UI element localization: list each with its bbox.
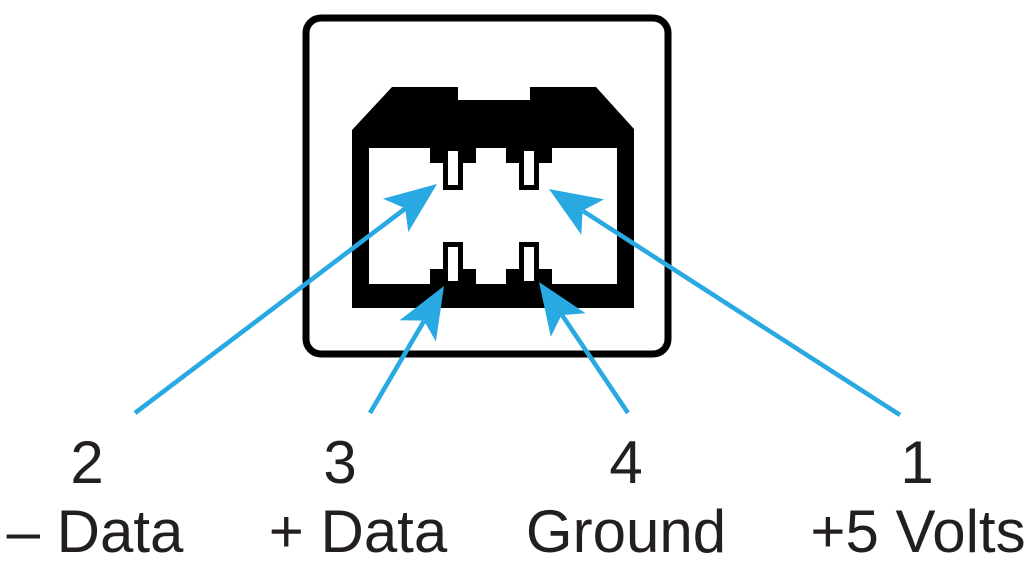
pin-4-name: Ground bbox=[525, 498, 727, 565]
pin-4-slot bbox=[524, 247, 534, 281]
pin-2-number: 2 bbox=[70, 429, 104, 496]
pin-1-arrow-shaft bbox=[581, 209, 902, 417]
pin-1-name: +5 Volts bbox=[810, 498, 1026, 565]
pin-2-contact bbox=[430, 148, 476, 190]
pin-1-contact bbox=[506, 148, 552, 190]
pin-3-arrow-shaft bbox=[368, 319, 426, 415]
pin-3-arrow-head bbox=[399, 286, 444, 342]
pin-2-name: – Data bbox=[6, 498, 184, 565]
pin-2-arrow-shaft bbox=[133, 203, 412, 415]
pin-1-number: 1 bbox=[900, 429, 934, 496]
pin-3-name: + Data bbox=[268, 498, 448, 565]
pin-4-contact bbox=[506, 242, 552, 284]
pin-1-arrow-head bbox=[549, 189, 605, 235]
pin-3-arrow bbox=[368, 286, 444, 415]
pin-2-slot bbox=[448, 151, 458, 185]
pin-4-arrow bbox=[539, 282, 630, 415]
pin-3-slot bbox=[448, 247, 458, 281]
pin-4-number: 4 bbox=[609, 429, 643, 496]
pin-2-arrow bbox=[133, 184, 437, 415]
pin-2-arrow-head bbox=[382, 184, 437, 233]
pin-1-arrow bbox=[549, 189, 902, 417]
pin-3-number: 3 bbox=[323, 429, 357, 496]
pin-4-arrow-shaft bbox=[560, 313, 630, 415]
pin-4-arrow-head bbox=[539, 282, 586, 337]
pin-1-slot bbox=[524, 151, 534, 185]
pin-3-contact bbox=[430, 242, 476, 284]
